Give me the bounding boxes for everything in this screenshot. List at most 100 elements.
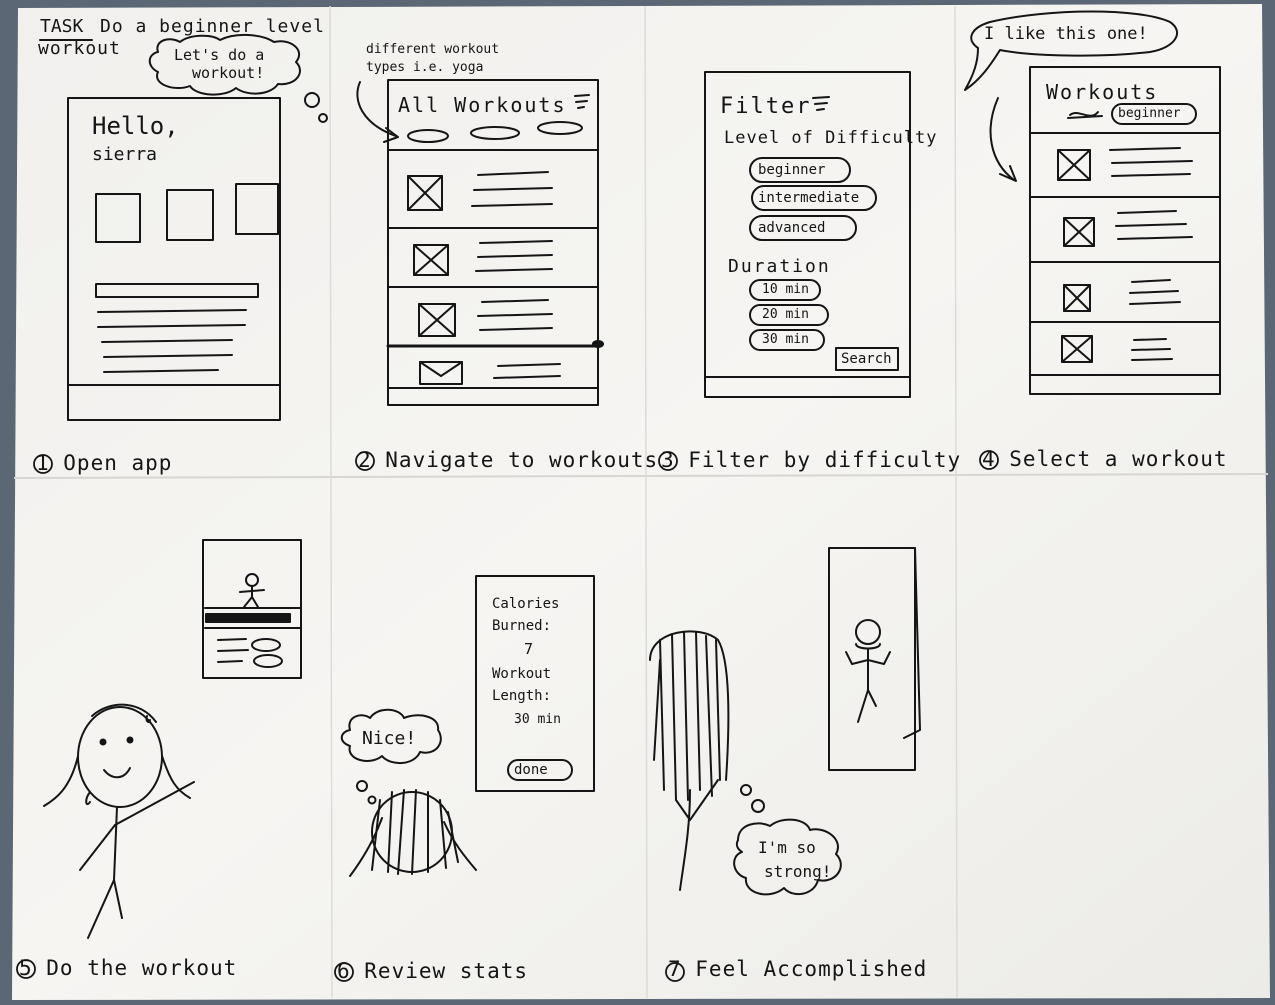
chip-20-min[interactable] <box>749 304 829 326</box>
frame2-text <box>477 171 549 176</box>
fold-v1 <box>329 5 333 999</box>
thought-dot-2 <box>318 113 328 123</box>
frame3-phone <box>704 71 911 398</box>
frame7-person <box>649 630 730 891</box>
step-number-4 <box>979 450 999 470</box>
frame1-line-1 <box>97 309 247 313</box>
frame2-type-chip-1 <box>407 129 449 143</box>
frame6-phone <box>475 575 595 792</box>
chip-beginner-label: beginner <box>758 162 826 178</box>
frame2-type-chip-3 <box>537 121 583 135</box>
nice-text: Nice! <box>362 728 417 749</box>
frame1-phone <box>67 97 281 421</box>
frame4-title: Workouts <box>1046 80 1159 104</box>
arrow-to-workout <box>989 97 1015 181</box>
chip-10-min-label: 10 min <box>762 282 809 297</box>
caption-1: 1 Open app <box>36 451 173 475</box>
frame7-reflection <box>845 619 891 723</box>
frame1-line-5 <box>103 369 219 373</box>
frame2-title: All Workouts <box>398 93 567 117</box>
strong-text-2: strong! <box>764 862 832 881</box>
annotation-arrow <box>356 81 397 137</box>
frame1-search-bar <box>95 283 259 298</box>
frame1-line-3 <box>101 339 233 343</box>
frame2-phone <box>387 79 599 406</box>
frame4-phone <box>1029 66 1221 395</box>
frame1-card-1 <box>95 193 141 243</box>
frame4-chip-label: beginner <box>1118 106 1181 121</box>
chip-20-min-label: 20 min <box>762 307 809 322</box>
frame2-thumb-icon <box>407 175 463 385</box>
chip-beginner[interactable] <box>749 157 851 183</box>
frame1-greeting: Hello, <box>92 112 179 140</box>
length-label-2: Length: <box>492 688 552 704</box>
chip-intermediate-label: intermediate <box>758 190 860 206</box>
caption-6: 6 Review stats <box>337 959 529 983</box>
caption-7: 7 Feel Accomplished <box>668 957 928 981</box>
search-button[interactable] <box>835 347 899 371</box>
step-number-3 <box>658 451 678 471</box>
length-label-1: Workout <box>492 666 552 682</box>
strong-text-1: I'm so <box>758 838 816 857</box>
ink-blot <box>592 340 604 348</box>
step-number-7 <box>665 962 685 982</box>
caption-2: 2 Navigate to workouts <box>358 448 659 472</box>
caption-4: 4 Select a workout <box>982 447 1228 471</box>
frame1-card-3 <box>235 183 279 235</box>
step-number-2 <box>355 451 375 471</box>
chip-30-min-label: 30 min <box>762 332 809 347</box>
frame5-phone <box>202 539 302 679</box>
paper-sheet <box>12 4 1270 1000</box>
chip-advanced[interactable] <box>749 215 857 241</box>
length-value: 30 min <box>514 712 561 727</box>
frame1-line-4 <box>103 354 233 358</box>
thought-bubble-strong <box>733 818 842 896</box>
done-button[interactable] <box>507 759 573 781</box>
chip-intermediate[interactable] <box>751 185 877 211</box>
step-number-1 <box>33 454 53 474</box>
done-button-label: done <box>514 762 548 778</box>
search-button-label: Search <box>841 351 892 367</box>
chip-30-min[interactable] <box>749 329 825 351</box>
frame7-mirror <box>828 547 916 771</box>
calories-label-1: Calories <box>492 596 560 612</box>
lets-do-text-1: Let's do a <box>174 46 265 64</box>
annotation-text-1: different workout <box>366 42 500 57</box>
lets-do-text-2: workout! <box>192 64 265 82</box>
frame4-thumb-icon <box>1057 149 1095 363</box>
annotation-text-2: types i.e. yoga <box>366 60 484 75</box>
task-text-2: workout <box>38 38 121 59</box>
frame3-difficulty-label: Level of Difficulty <box>724 128 938 148</box>
caption-5: 5 Do the workout <box>19 956 238 980</box>
task-text-1: Do a beginner level <box>100 16 325 37</box>
frame5-progress <box>205 613 291 623</box>
chip-10-min[interactable] <box>749 279 821 301</box>
frame1-line-2 <box>97 324 246 328</box>
frame4-scribble <box>1067 111 1103 119</box>
fold-v2 <box>644 5 648 999</box>
thought-bubble-lets-do <box>148 34 301 96</box>
fold-v3 <box>954 5 958 999</box>
step-number-5 <box>16 959 36 979</box>
frame3-menu-icon <box>812 96 830 99</box>
frame5-person <box>43 703 195 939</box>
calories-value: 7 <box>524 640 534 658</box>
frame2-menu-icon <box>574 94 590 97</box>
speech-bubble-i-like <box>964 10 1178 91</box>
i-like-text: I like this one! <box>984 24 1148 44</box>
step-number-6 <box>334 962 354 982</box>
frame3-duration-label: Duration <box>728 256 831 277</box>
frame6-person <box>349 789 477 877</box>
task-label: TASK <box>40 16 84 37</box>
frame1-card-2 <box>166 189 214 241</box>
chip-advanced-label: advanced <box>758 220 826 236</box>
thought-dot-1 <box>304 92 320 108</box>
frame1-name: sierra <box>92 144 158 165</box>
fold-horizontal <box>13 473 1269 479</box>
frame4-chip-beginner[interactable] <box>1111 103 1197 125</box>
frame2-type-chip-2 <box>470 126 520 140</box>
caption-3: 3 Filter by difficulty <box>661 448 962 472</box>
calories-label-2: Burned: <box>492 618 552 634</box>
